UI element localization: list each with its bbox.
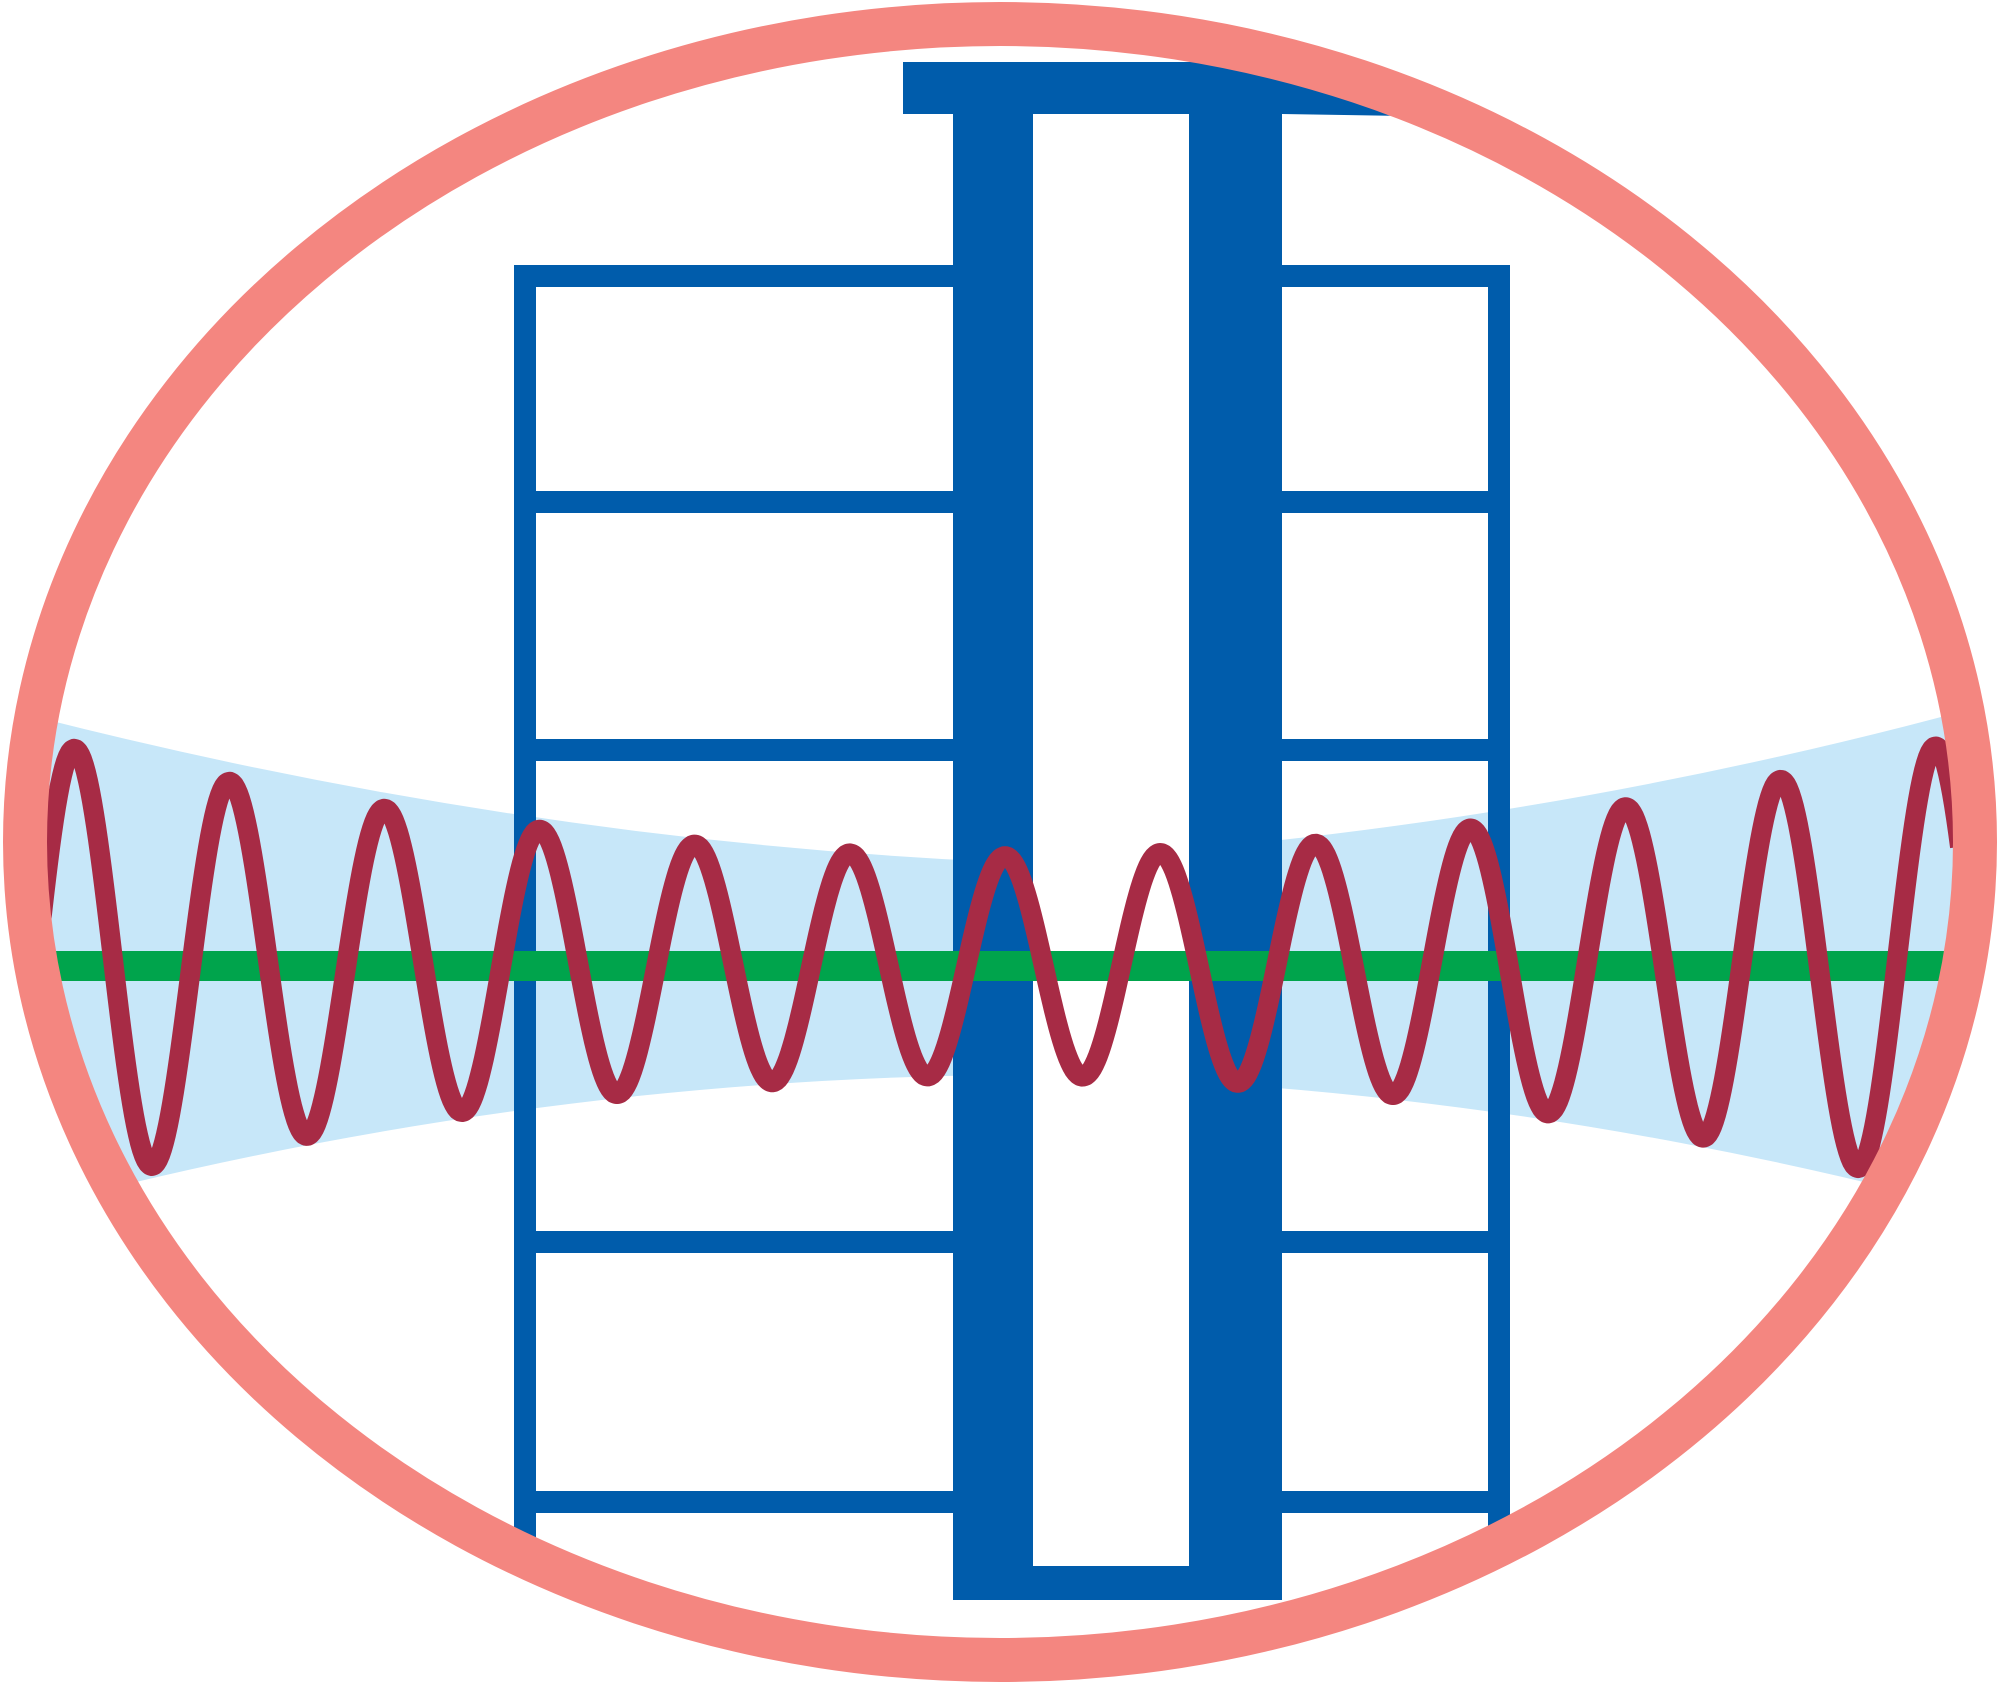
pillar-slot — [1033, 114, 1189, 1566]
logo-interior — [30, 62, 1970, 1660]
signal-waveform — [30, 736, 1970, 1179]
signal-baseline — [40, 951, 1960, 981]
central-pillar — [903, 62, 1402, 1600]
outer-ring — [3, 2, 1997, 1682]
